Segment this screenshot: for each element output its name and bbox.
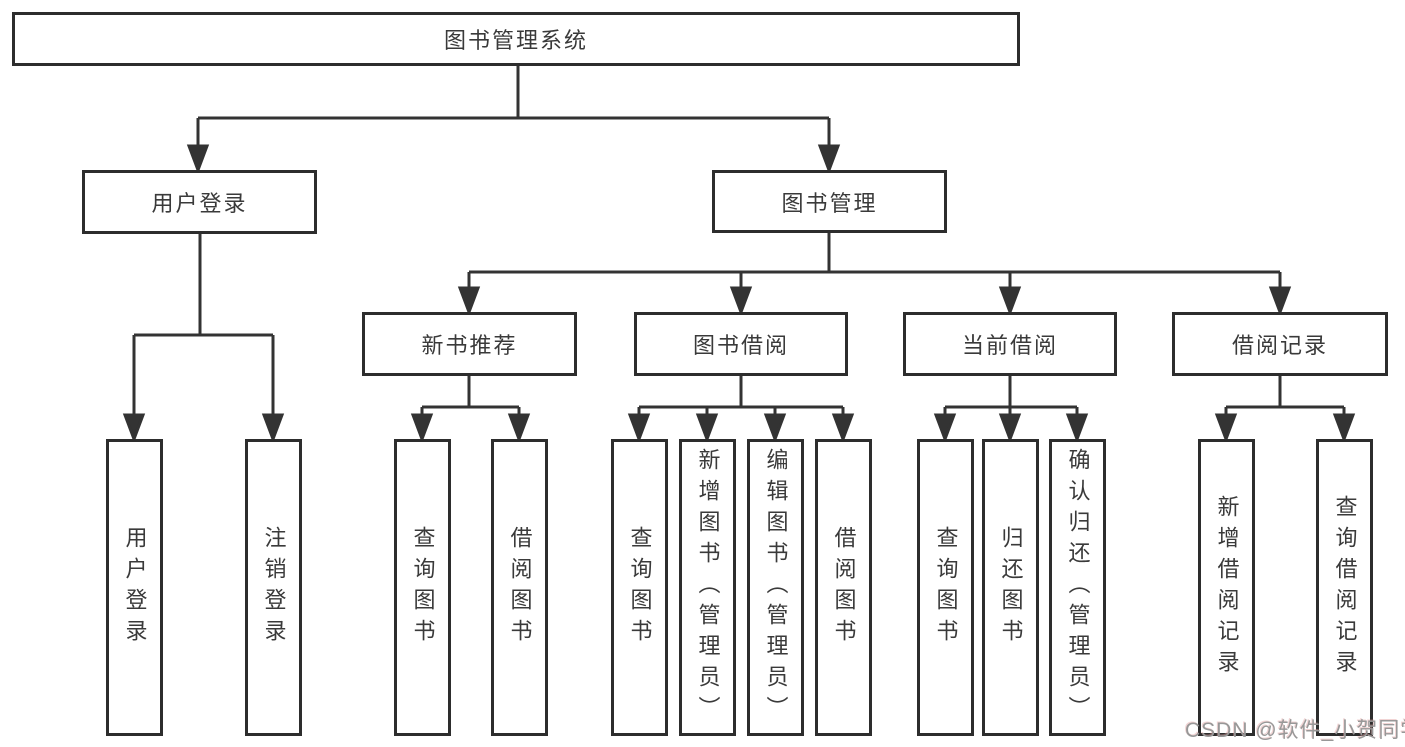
- node-borrow-records-label: 借阅记录: [1231, 333, 1328, 358]
- csdn-watermark: CSDN @软件_小贺同学: [1185, 719, 1405, 742]
- leaf-cb-return-books-label: 归还图书: [998, 525, 1024, 650]
- leaf-bb-add-books-admin-label: 新增图书（管理员）: [695, 448, 721, 727]
- node-current-borrow-label: 当前借阅: [961, 333, 1058, 358]
- leaf-cb-confirm-return-admin: 确认归还（管理员）: [1049, 439, 1106, 736]
- connector-root-to-level2: [186, 65, 841, 175]
- leaf-rec-query-books: 查询图书: [394, 439, 451, 736]
- leaf-logout: 注销登录: [245, 439, 302, 736]
- node-book-mgmt-label: 图书管理: [781, 190, 878, 216]
- leaf-rec-borrow-books: 借阅图书: [491, 439, 548, 736]
- leaf-bb-edit-books-admin-label: 编辑图书（管理员）: [763, 448, 789, 727]
- connector-borrow-records-children: [1214, 376, 1356, 444]
- node-book-borrow: 图书借阅: [634, 312, 848, 376]
- leaf-cb-return-books: 归还图书: [982, 439, 1039, 736]
- leaf-bb-query-books: 查询图书: [611, 439, 668, 736]
- node-user-login-label: 用户登录: [151, 191, 248, 216]
- node-root-label: 图书管理系统: [443, 28, 588, 53]
- node-book-borrow-label: 图书借阅: [692, 333, 789, 358]
- leaf-cb-confirm-return-admin-label: 确认归还（管理员）: [1065, 448, 1091, 727]
- node-root: 图书管理系统: [12, 12, 1020, 66]
- leaf-br-add-record: 新增借阅记录: [1198, 439, 1255, 736]
- leaf-bb-query-books-label: 查询图书: [627, 525, 653, 650]
- leaf-cb-query-books: 查询图书: [917, 439, 974, 736]
- node-new-book-rec: 新书推荐: [362, 312, 577, 376]
- connector-user-login-children: [122, 234, 285, 444]
- node-user-login: 用户登录: [82, 170, 317, 234]
- leaf-bb-add-books-admin: 新增图书（管理员）: [679, 439, 736, 736]
- node-new-book-rec-label: 新书推荐: [421, 333, 518, 358]
- leaf-cb-query-books-label: 查询图书: [933, 525, 959, 650]
- leaf-br-query-record-label: 查询借阅记录: [1332, 494, 1358, 681]
- connector-book-mgmt-children: [457, 233, 1292, 317]
- leaf-bb-borrow-books: 借阅图书: [815, 439, 872, 736]
- leaf-br-query-record: 查询借阅记录: [1316, 439, 1373, 736]
- connector-new-rec-children: [410, 376, 531, 444]
- leaf-bb-edit-books-admin: 编辑图书（管理员）: [747, 439, 804, 736]
- leaf-br-add-record-label: 新增借阅记录: [1214, 494, 1240, 681]
- leaf-rec-query-books-label: 查询图书: [410, 525, 436, 650]
- node-current-borrow: 当前借阅: [903, 312, 1117, 376]
- leaf-user-login-label: 用户登录: [122, 525, 148, 650]
- leaf-rec-borrow-books-label: 借阅图书: [507, 525, 533, 650]
- leaf-user-login: 用户登录: [106, 439, 163, 736]
- node-borrow-records: 借阅记录: [1172, 312, 1388, 376]
- node-book-mgmt: 图书管理: [712, 170, 947, 233]
- connector-book-borrow-children: [627, 376, 855, 444]
- leaf-bb-borrow-books-label: 借阅图书: [831, 525, 857, 650]
- leaf-logout-label: 注销登录: [261, 525, 287, 650]
- connector-current-borrow-children: [933, 376, 1089, 444]
